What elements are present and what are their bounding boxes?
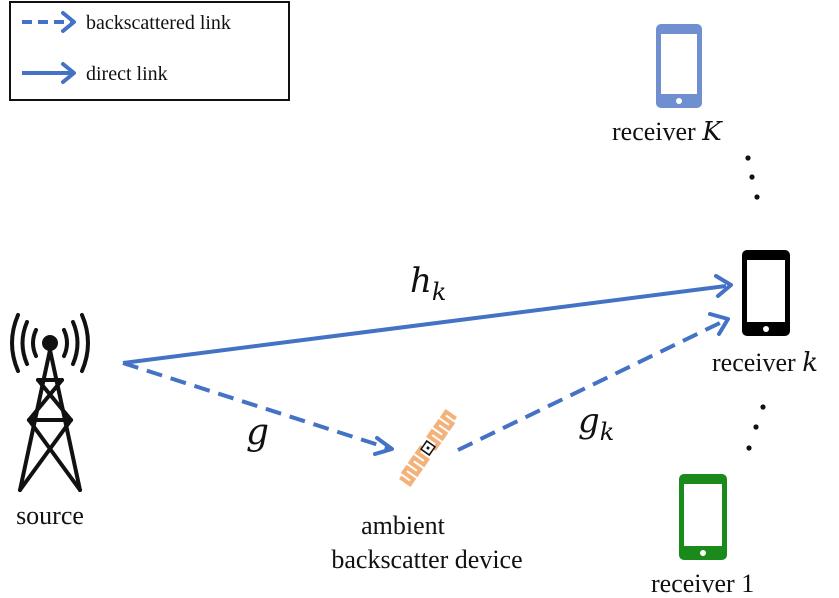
tower-icon [10, 313, 90, 492]
device-label-line2: backscatter device [331, 545, 522, 574]
legend-box [9, 1, 290, 101]
legend-direct-symbol [22, 62, 76, 84]
legend-backscattered-symbol [22, 11, 76, 33]
legend-backscattered-label: backscattered link [86, 12, 231, 34]
device-receiver-link-label: gk [578, 401, 614, 446]
backscatter-tag-icon [398, 409, 458, 487]
source-label: source [16, 501, 84, 530]
ellipsis-lower [746, 404, 766, 451]
backscatter-link-device-receiver [457, 312, 730, 452]
receiver-k-label: receiver k [712, 348, 818, 378]
phone-icon-receiver-1 [679, 474, 727, 560]
phone-icon-receiver-K [656, 24, 702, 108]
receiver-K-label: receiver K [612, 117, 723, 147]
backscatter-link-source-device [122, 361, 394, 456]
legend: backscattered link direct link [9, 1, 290, 101]
direct-link-label: hk [410, 261, 446, 306]
legend-direct-label: direct link [86, 63, 168, 85]
receiver-1-label: receiver 1 [651, 569, 754, 598]
phone-icon-receiver-k [742, 250, 790, 336]
ellipsis-upper [745, 155, 760, 200]
direct-link-arrow [122, 274, 733, 365]
device-label-line1: ambient [361, 511, 446, 540]
source-device-link-label: g [246, 412, 269, 453]
